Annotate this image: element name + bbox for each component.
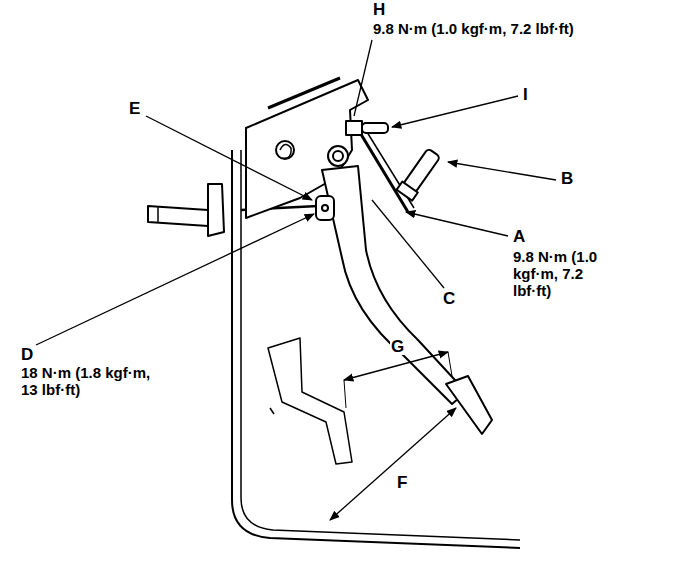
clevis-pin [322, 205, 328, 211]
callout-letter: D [20, 346, 34, 363]
torque-spec: 9.8 N·m (1.0 kgf·m, 7.2 lbf·ft) [372, 20, 575, 37]
spring-coil [280, 144, 291, 158]
callout-letter: H [372, 1, 386, 18]
firewall-inner-line [241, 150, 520, 540]
callout-letter: E [128, 100, 141, 117]
clutch-pedal-arm [322, 166, 466, 404]
callout-letter: B [560, 170, 574, 187]
extension-line [344, 380, 346, 408]
firewall-line [232, 150, 520, 548]
dimension-letter: G [390, 338, 405, 355]
switch-nut [346, 121, 362, 135]
master-cylinder [148, 206, 208, 226]
leader-line [372, 200, 444, 288]
leader-line [354, 40, 372, 116]
cylinder-flange [208, 184, 224, 236]
clutch-pedal-pad [446, 376, 492, 434]
clevis [316, 196, 334, 220]
dimension-line [344, 352, 448, 380]
dimension-letter: F [396, 474, 408, 491]
torque-spec: 9.8 N·m (1.0 kgf·m, 7.2 lbf·ft) [512, 248, 612, 299]
extension-line [448, 352, 452, 376]
switch-plate [356, 126, 408, 212]
leader-line [448, 162, 556, 180]
leader-line [146, 116, 312, 200]
spring-hook [276, 141, 294, 159]
torque-spec: 18 N·m (1.8 kgf·m, 13 lbf·ft) [20, 364, 172, 398]
cylinder-ring [157, 206, 159, 222]
brake-pedal-detail [270, 408, 274, 414]
upper-switch [362, 123, 388, 133]
callout-letter: I [522, 86, 529, 103]
callout-letter: A [512, 228, 526, 245]
pivot-bolt [333, 151, 343, 161]
leader-line [392, 96, 518, 127]
lower-switch-nut [397, 182, 418, 201]
dimension-line [330, 408, 456, 520]
leader-line [36, 214, 314, 345]
callout-letter: C [442, 290, 456, 307]
brake-pedal [268, 338, 352, 464]
leader-line [406, 212, 508, 236]
pedal-pivot [328, 146, 348, 166]
bracket-edge [268, 78, 340, 108]
